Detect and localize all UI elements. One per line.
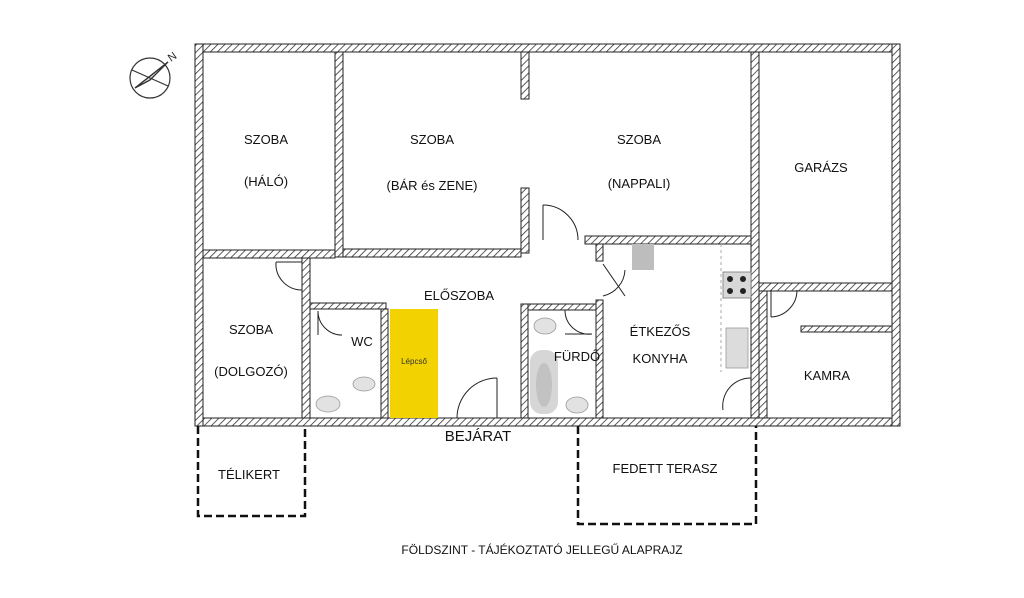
room-garazs-name: GARÁZS	[794, 160, 848, 175]
label-fedett-terasz: FEDETT TERASZ	[613, 461, 718, 476]
room-szoba-nappali-sub: (NAPPALI)	[608, 176, 671, 191]
room-szoba-bar-sub: (BÁR és ZENE)	[386, 178, 477, 193]
wc-sink-icon	[352, 376, 376, 392]
plan-caption: FÖLDSZINT - TÁJÉKOZTATÓ JELLEGŰ ALAPRAJZ	[401, 542, 682, 557]
fedett-terasz-outline	[576, 426, 758, 526]
room-eloszoba-name: ELŐSZOBA	[424, 288, 494, 303]
room-labels: SZOBA (HÁLÓ) SZOBA (BÁR és ZENE) SZOBA (…	[214, 132, 850, 557]
room-szoba-dolgozo-name: SZOBA	[229, 322, 273, 337]
room-lepcso-name: Lépcső	[401, 357, 427, 366]
room-szoba-nappali-name: SZOBA	[617, 132, 661, 147]
room-etkezo-name: ÉTKEZŐS	[630, 324, 691, 339]
telikert-outline	[196, 426, 307, 518]
fixtures	[315, 244, 752, 414]
room-wc-name: WC	[351, 334, 373, 349]
room-szoba-bar-name: SZOBA	[410, 132, 454, 147]
stair	[390, 309, 438, 418]
compass-icon: N	[129, 50, 179, 99]
bathroom-toilet-icon	[565, 396, 589, 414]
room-szoba-halo-sub: (HÁLÓ)	[244, 174, 288, 189]
wc-toilet-icon	[315, 395, 341, 413]
label-bejarat: BEJÁRAT	[445, 428, 511, 445]
sink-icon	[725, 327, 749, 369]
room-szoba-halo-name: SZOBA	[244, 132, 288, 147]
label-telikert: TÉLIKERT	[218, 467, 280, 482]
kitchen-cabinet	[632, 244, 654, 270]
room-furdo-name: FÜRDŐ	[554, 349, 600, 364]
bathroom-sink-icon	[533, 317, 557, 335]
room-szoba-dolgozo-sub: (DOLGOZÓ)	[214, 364, 288, 379]
outer-walls	[194, 43, 901, 427]
stove-icon	[722, 271, 752, 299]
room-kamra-name: KAMRA	[804, 368, 851, 383]
doors	[275, 204, 798, 419]
room-etkezo-sub: KONYHA	[633, 351, 688, 366]
interior-walls	[202, 51, 893, 419]
outside-areas	[196, 426, 758, 526]
